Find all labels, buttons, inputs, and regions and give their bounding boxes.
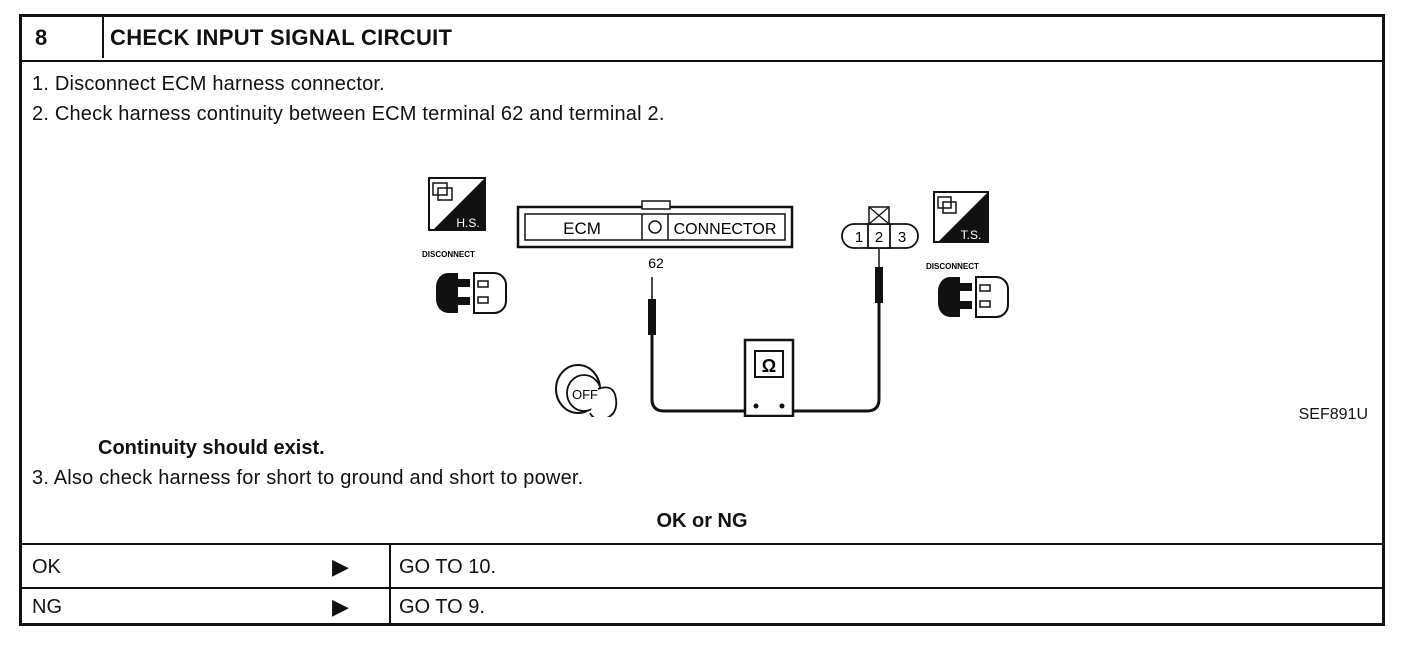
wiring-diagram: H.S. DISCONNECT ECM CONNECTOR 62	[422, 177, 1009, 417]
ecm-connector: ECM CONNECTOR	[516, 200, 794, 249]
probe-right	[793, 249, 883, 413]
disconnect-label-right: DISCONNECT	[926, 262, 979, 271]
result-action-ng: GO TO 9.	[389, 589, 1382, 625]
ignition-off-label: OFF	[572, 387, 598, 402]
hs-badge-icon: H.S.	[428, 177, 486, 231]
step-number: 8	[22, 17, 104, 58]
disconnect-label-left: DISCONNECT	[422, 250, 475, 259]
result-heading: OK or NG	[656, 510, 748, 532]
step-title: CHECK INPUT SIGNAL CIRCUIT	[110, 25, 453, 50]
arrow-right-icon: ▶	[332, 594, 349, 619]
terminal-62-label: 62	[648, 255, 664, 271]
pin-2-label: 2	[875, 229, 883, 246]
instruction-1: 1. Disconnect ECM harness connector.	[32, 73, 385, 95]
step-header: 8 CHECK INPUT SIGNAL CIRCUIT	[22, 17, 1382, 62]
probe-left	[648, 277, 745, 413]
procedure-table: 8 CHECK INPUT SIGNAL CIRCUIT 1. Disconne…	[19, 14, 1385, 626]
ecm-label: ECM	[563, 219, 601, 238]
result-condition-ng: NG	[32, 596, 62, 618]
continuity-criteria: Continuity should exist.	[98, 437, 325, 459]
result-condition-ok: OK	[32, 556, 61, 578]
disconnect-connector-icon-right	[938, 276, 1009, 318]
hs-badge-label: H.S.	[456, 216, 479, 230]
figure-code: SEF891U	[1298, 406, 1368, 423]
result-row-ng: NG ▶ GO TO 9.	[22, 587, 1382, 625]
ts-badge-label: T.S.	[961, 228, 982, 242]
result-row-ok: OK ▶ GO TO 10.	[22, 543, 1382, 589]
instruction-3: 3. Also check harness for short to groun…	[32, 467, 584, 489]
instruction-2: 2. Check harness continuity between ECM …	[32, 103, 665, 125]
arrow-right-icon: ▶	[332, 554, 349, 579]
ts-badge-icon: T.S.	[933, 191, 989, 243]
disconnect-connector-icon-left	[436, 272, 507, 314]
ohmmeter-icon: Ω	[743, 338, 795, 417]
pin-3-label: 3	[898, 229, 906, 246]
result-action-ok: GO TO 10.	[389, 545, 1382, 589]
ohm-symbol: Ω	[762, 356, 776, 376]
pin-1-label: 1	[855, 229, 863, 246]
ignition-off-icon: OFF	[555, 364, 618, 417]
connector-label: CONNECTOR	[674, 221, 777, 238]
harness-connector-123: 1 2 3	[841, 206, 919, 249]
